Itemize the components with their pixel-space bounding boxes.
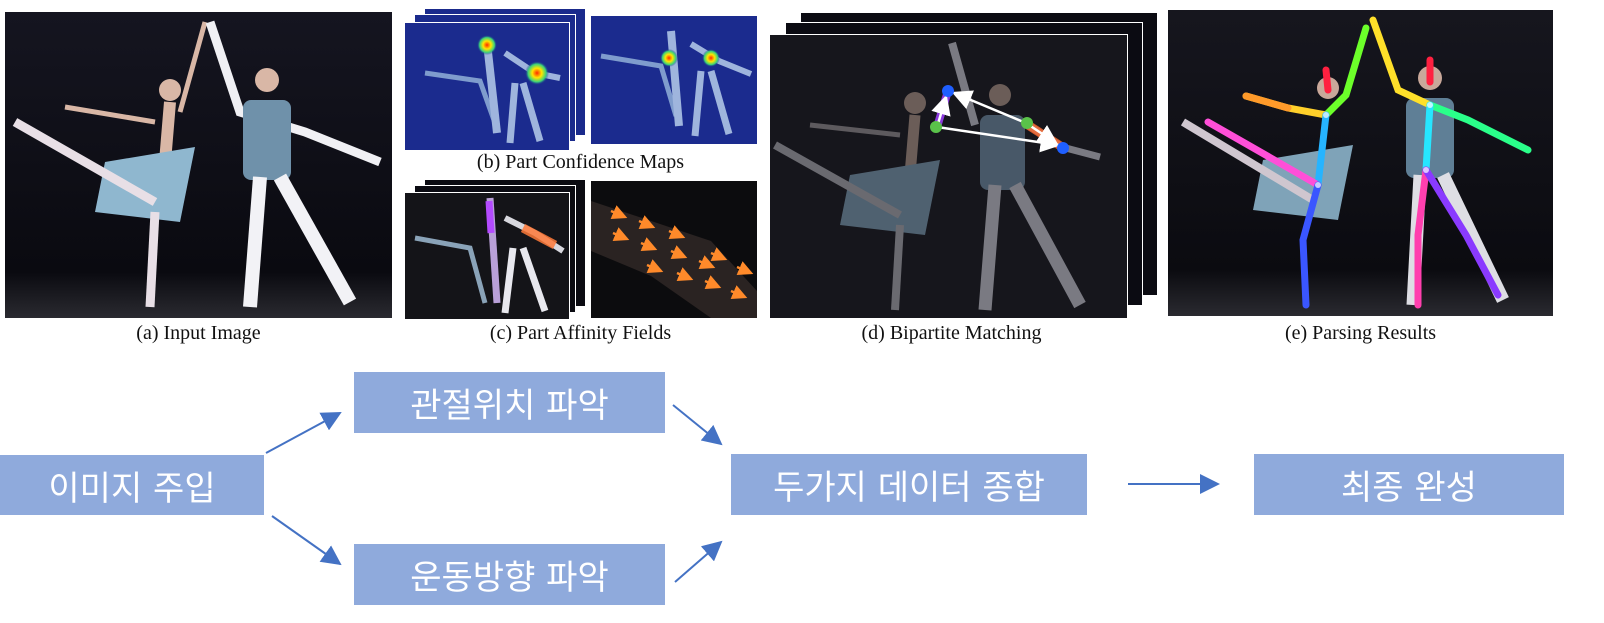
step-final-result: 최종 완성 (1254, 454, 1564, 515)
step-image-input: 이미지 주입 (0, 455, 264, 515)
joint-node-wrist-2 (1057, 142, 1069, 154)
arrow-input-to-joint (265, 412, 342, 454)
matching-graph (773, 41, 1101, 311)
confidence-map-2 (591, 16, 757, 144)
joint-node-elbow-1 (930, 121, 942, 133)
confidence-map-1 (404, 22, 570, 151)
caption-affinity-fields: (c) Part Affinity Fields (489, 322, 672, 344)
caption-parsing-results: (e) Parsing Results (1284, 322, 1437, 344)
bipartite-matching-image (769, 34, 1128, 319)
caption-bipartite-matching: (d) Bipartite Matching (861, 322, 1042, 344)
dancers-illustration (12, 20, 382, 308)
caption-input-image: (a) Input Image (136, 322, 261, 344)
input-image-panel (5, 12, 392, 318)
step-combine-data: 두가지 데이터 종합 (731, 454, 1087, 515)
affinity-vectors (591, 201, 757, 318)
skeleton-overlay (1180, 16, 1532, 309)
step-joint-location: 관절위치 파악 (354, 372, 665, 433)
arrow-input-to-motion (271, 515, 342, 566)
parsing-results-image (1168, 10, 1553, 316)
joint-node-wrist-1 (942, 85, 954, 97)
joint-node-elbow-2 (1021, 117, 1033, 129)
arrow-motion-to-combine (674, 540, 723, 583)
step-motion-direction: 운동방향 파악 (354, 544, 665, 605)
affinity-field-zoom (591, 181, 757, 318)
affinity-field-1 (404, 192, 570, 320)
arrow-joint-to-combine (672, 404, 723, 446)
caption-confidence-maps: (b) Part Confidence Maps (476, 151, 685, 173)
